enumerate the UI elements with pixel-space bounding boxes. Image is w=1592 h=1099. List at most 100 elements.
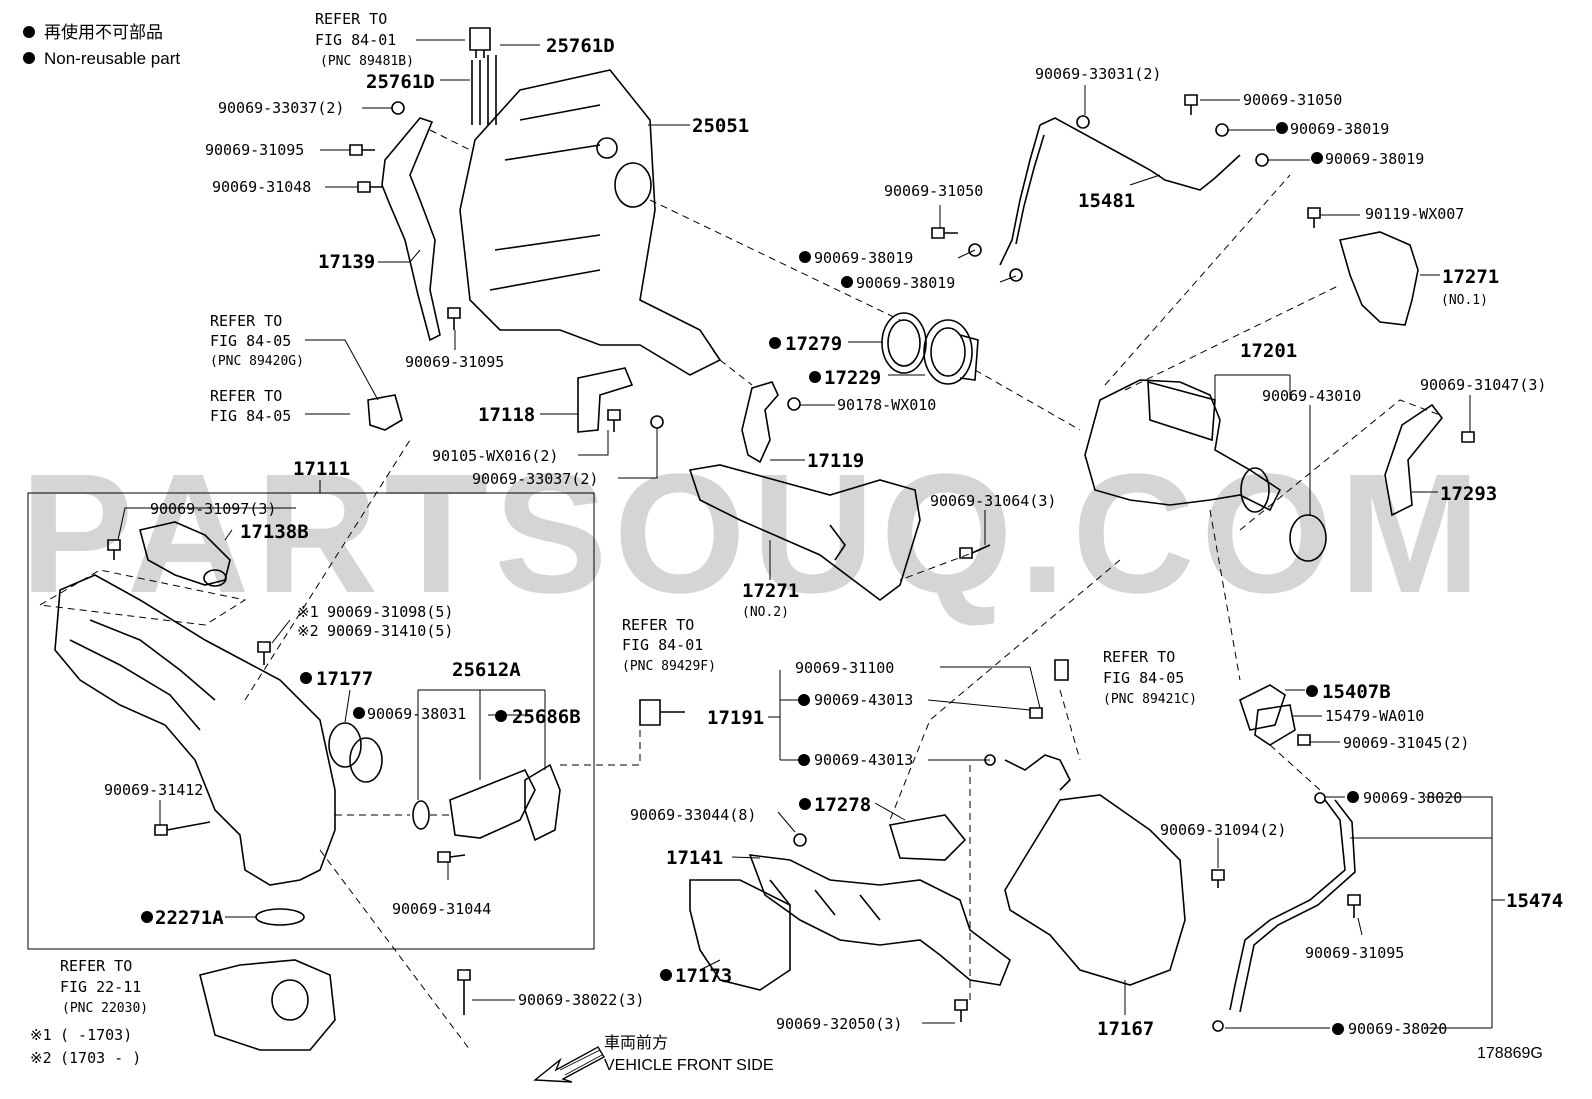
ref-r5[interactable]: REFER TO FIG 84-05 (PNC 89421C) (1103, 648, 1197, 707)
bolt-icon (1307, 207, 1321, 228)
svg-text:FIG 84-05: FIG 84-05 (210, 407, 291, 425)
nut-icon (793, 833, 807, 847)
bolt-icon (107, 539, 121, 560)
nut-icon (391, 101, 405, 115)
part-25612A: 25612A (452, 659, 521, 681)
bolt-icon (154, 821, 211, 836)
part-17119: 17119 (807, 450, 864, 472)
dashed-lines (38, 129, 1441, 1051)
washer-icon (1212, 1020, 1224, 1032)
part-90069-38020: 90069-38020 (1348, 1020, 1447, 1038)
part-17271: 17271 (742, 580, 799, 602)
non-reusable-markers (141, 122, 1359, 1035)
note-2-mark: ※2 (297, 622, 319, 640)
nut-icon (1076, 115, 1090, 129)
ref-r2[interactable]: REFER TO FIG 84-05 (PNC 89420G) (210, 312, 304, 369)
bolt-icon (1184, 94, 1198, 115)
part-15479-WA010: 15479-WA010 (1325, 707, 1424, 725)
ref-r4[interactable]: REFER TO FIG 84-01 (PNC 89429F) (622, 616, 716, 674)
svg-text:REFER TO: REFER TO (210, 312, 282, 330)
part-17201: 17201 (1240, 340, 1297, 362)
nut-icon (787, 397, 801, 411)
legend-jp: 再使用不可部品 (44, 22, 163, 42)
part-25686B: 25686B (512, 706, 581, 728)
part-17111: 17111 (293, 458, 350, 480)
part-90069-38019: 90069-38019 (814, 249, 913, 267)
figure-code: 178869G (1477, 1045, 1543, 1062)
part-90069-31100: 90069-31100 (795, 659, 894, 677)
part-90178-WX010: 90178-WX010 (837, 396, 936, 414)
nut-icon (968, 243, 982, 257)
svg-text:(PNC 89421C): (PNC 89421C) (1103, 692, 1197, 707)
note-1: ※1 (30, 1026, 52, 1044)
svg-text:REFER TO: REFER TO (1103, 648, 1175, 666)
part-17118: 17118 (478, 404, 535, 426)
part-90069-38020: 90069-38020 (1363, 789, 1462, 807)
part-shapes (54, 27, 1444, 1051)
part-90069-31095: 90069-31095 (1305, 944, 1404, 962)
svg-text:FIG 84-01: FIG 84-01 (315, 31, 396, 49)
part-90119-WX007: 90119-WX007 (1365, 205, 1464, 223)
bolt-icon (1211, 869, 1225, 888)
svg-text:(PNC 89420G): (PNC 89420G) (210, 354, 304, 369)
part-17167: 17167 (1097, 1018, 1154, 1040)
svg-text:REFER TO: REFER TO (315, 10, 387, 28)
bolt-icon (1297, 734, 1311, 746)
part-90069-32050: 90069-32050(3) (776, 1015, 902, 1033)
note-2-range: (1703 - ) (60, 1049, 141, 1067)
part-90069-38022: 90069-38022(3) (518, 991, 644, 1009)
part-90069-31044: 90069-31044 (392, 900, 491, 918)
part-90069-33037: 90069-33037(2) (472, 470, 598, 488)
ref-r6[interactable]: REFER TO FIG 22-11 (PNC 22030) (60, 957, 148, 1016)
part-90105-WX016: 90105-WX016(2) (432, 447, 558, 465)
non-reusable-dot-icon (23, 52, 35, 64)
part-90069-38031: 90069-38031 (367, 705, 466, 723)
part-17271-no1: (NO.1) (1441, 293, 1488, 308)
svg-text:(PNC 89429F): (PNC 89429F) (622, 659, 716, 674)
part-25051: 25051 (692, 115, 749, 137)
part-17229: 17229 (824, 367, 881, 389)
catalytic-converter (459, 69, 722, 376)
ref-r1[interactable]: REFER TO FIG 84-01 (PNC 89481B) (315, 10, 414, 69)
nut-icon (1009, 268, 1023, 282)
part-90069-33037: 90069-33037(2) (218, 99, 344, 117)
svg-text:REFER TO: REFER TO (210, 387, 282, 405)
washer-icon (1314, 792, 1326, 804)
part-17271: 17271 (1442, 266, 1499, 288)
part-90069-43013: 90069-43013 (814, 751, 913, 769)
part-25761D: 25761D (366, 71, 435, 93)
bolt-icon (437, 851, 466, 863)
part-90069-31095: 90069-31095 (205, 141, 304, 159)
part-90069-31064: 90069-31064(3) (930, 492, 1056, 510)
nut-icon (1255, 153, 1269, 167)
part-25761D: 25761D (546, 35, 615, 57)
svg-text:FIG 84-05: FIG 84-05 (1103, 669, 1184, 687)
part-17191: 17191 (707, 707, 764, 729)
bolt-icon (447, 307, 461, 330)
part-17271-no2: (NO.2) (742, 605, 789, 620)
note-2: ※2 (30, 1049, 52, 1067)
bolt-icon (1029, 707, 1043, 719)
part-17138B: 17138B (240, 521, 309, 543)
part-90069-38019: 90069-38019 (1325, 150, 1424, 168)
part-90069-38019: 90069-38019 (1290, 120, 1389, 138)
part-90069-31097: 90069-31097(3) (150, 500, 276, 518)
watermark: PARTSOUQ.COM (20, 439, 1487, 629)
svg-text:(PNC 89481B): (PNC 89481B) (320, 54, 414, 69)
part-labels[interactable]: 25761D 25761D 25051 90069-33037(2) 90069… (104, 35, 1563, 1040)
front-direction-arrow-icon (533, 1046, 605, 1083)
nut-icon (1215, 123, 1229, 137)
ref-r3[interactable]: REFER TO FIG 84-05 (210, 387, 291, 425)
note-1-range: ( -1703) (60, 1026, 132, 1044)
svg-text:FIG 22-11: FIG 22-11 (60, 978, 141, 996)
non-reusable-dot-icon (23, 26, 35, 38)
part-17177: 17177 (316, 668, 373, 690)
footer: ※1 ( -1703) ※2 (1703 - ) 車両前方 VEHICLE FR… (30, 1026, 1543, 1083)
bolt-icon (954, 999, 968, 1022)
assembly-box-17111 (27, 492, 595, 950)
part-17293: 17293 (1440, 483, 1497, 505)
bolt-icon (257, 641, 271, 665)
part-90069-31094: 90069-31094(2) (1160, 821, 1286, 839)
part-90069-38019: 90069-38019 (856, 274, 955, 292)
direction-en: VEHICLE FRONT SIDE (604, 1057, 774, 1074)
